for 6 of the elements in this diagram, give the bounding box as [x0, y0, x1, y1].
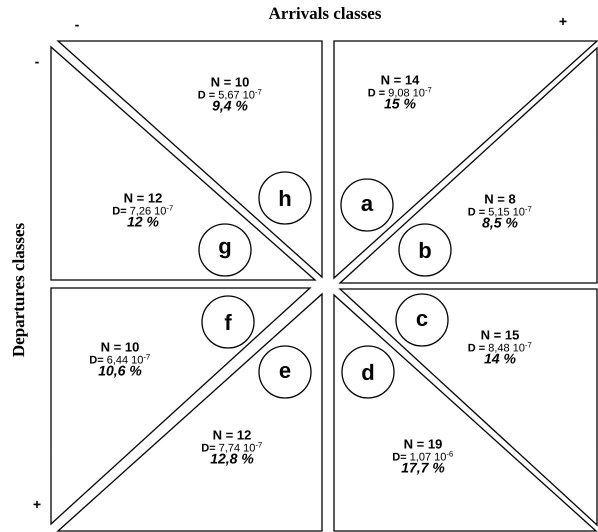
axis-sign: + — [34, 500, 41, 508]
axis-sign: + — [560, 18, 567, 25]
axis-title: Departures classes — [12, 223, 28, 357]
axis-sign: - — [35, 62, 39, 64]
axis-title: Arrivals classes — [268, 7, 381, 19]
axis-sign: - — [75, 24, 79, 26]
